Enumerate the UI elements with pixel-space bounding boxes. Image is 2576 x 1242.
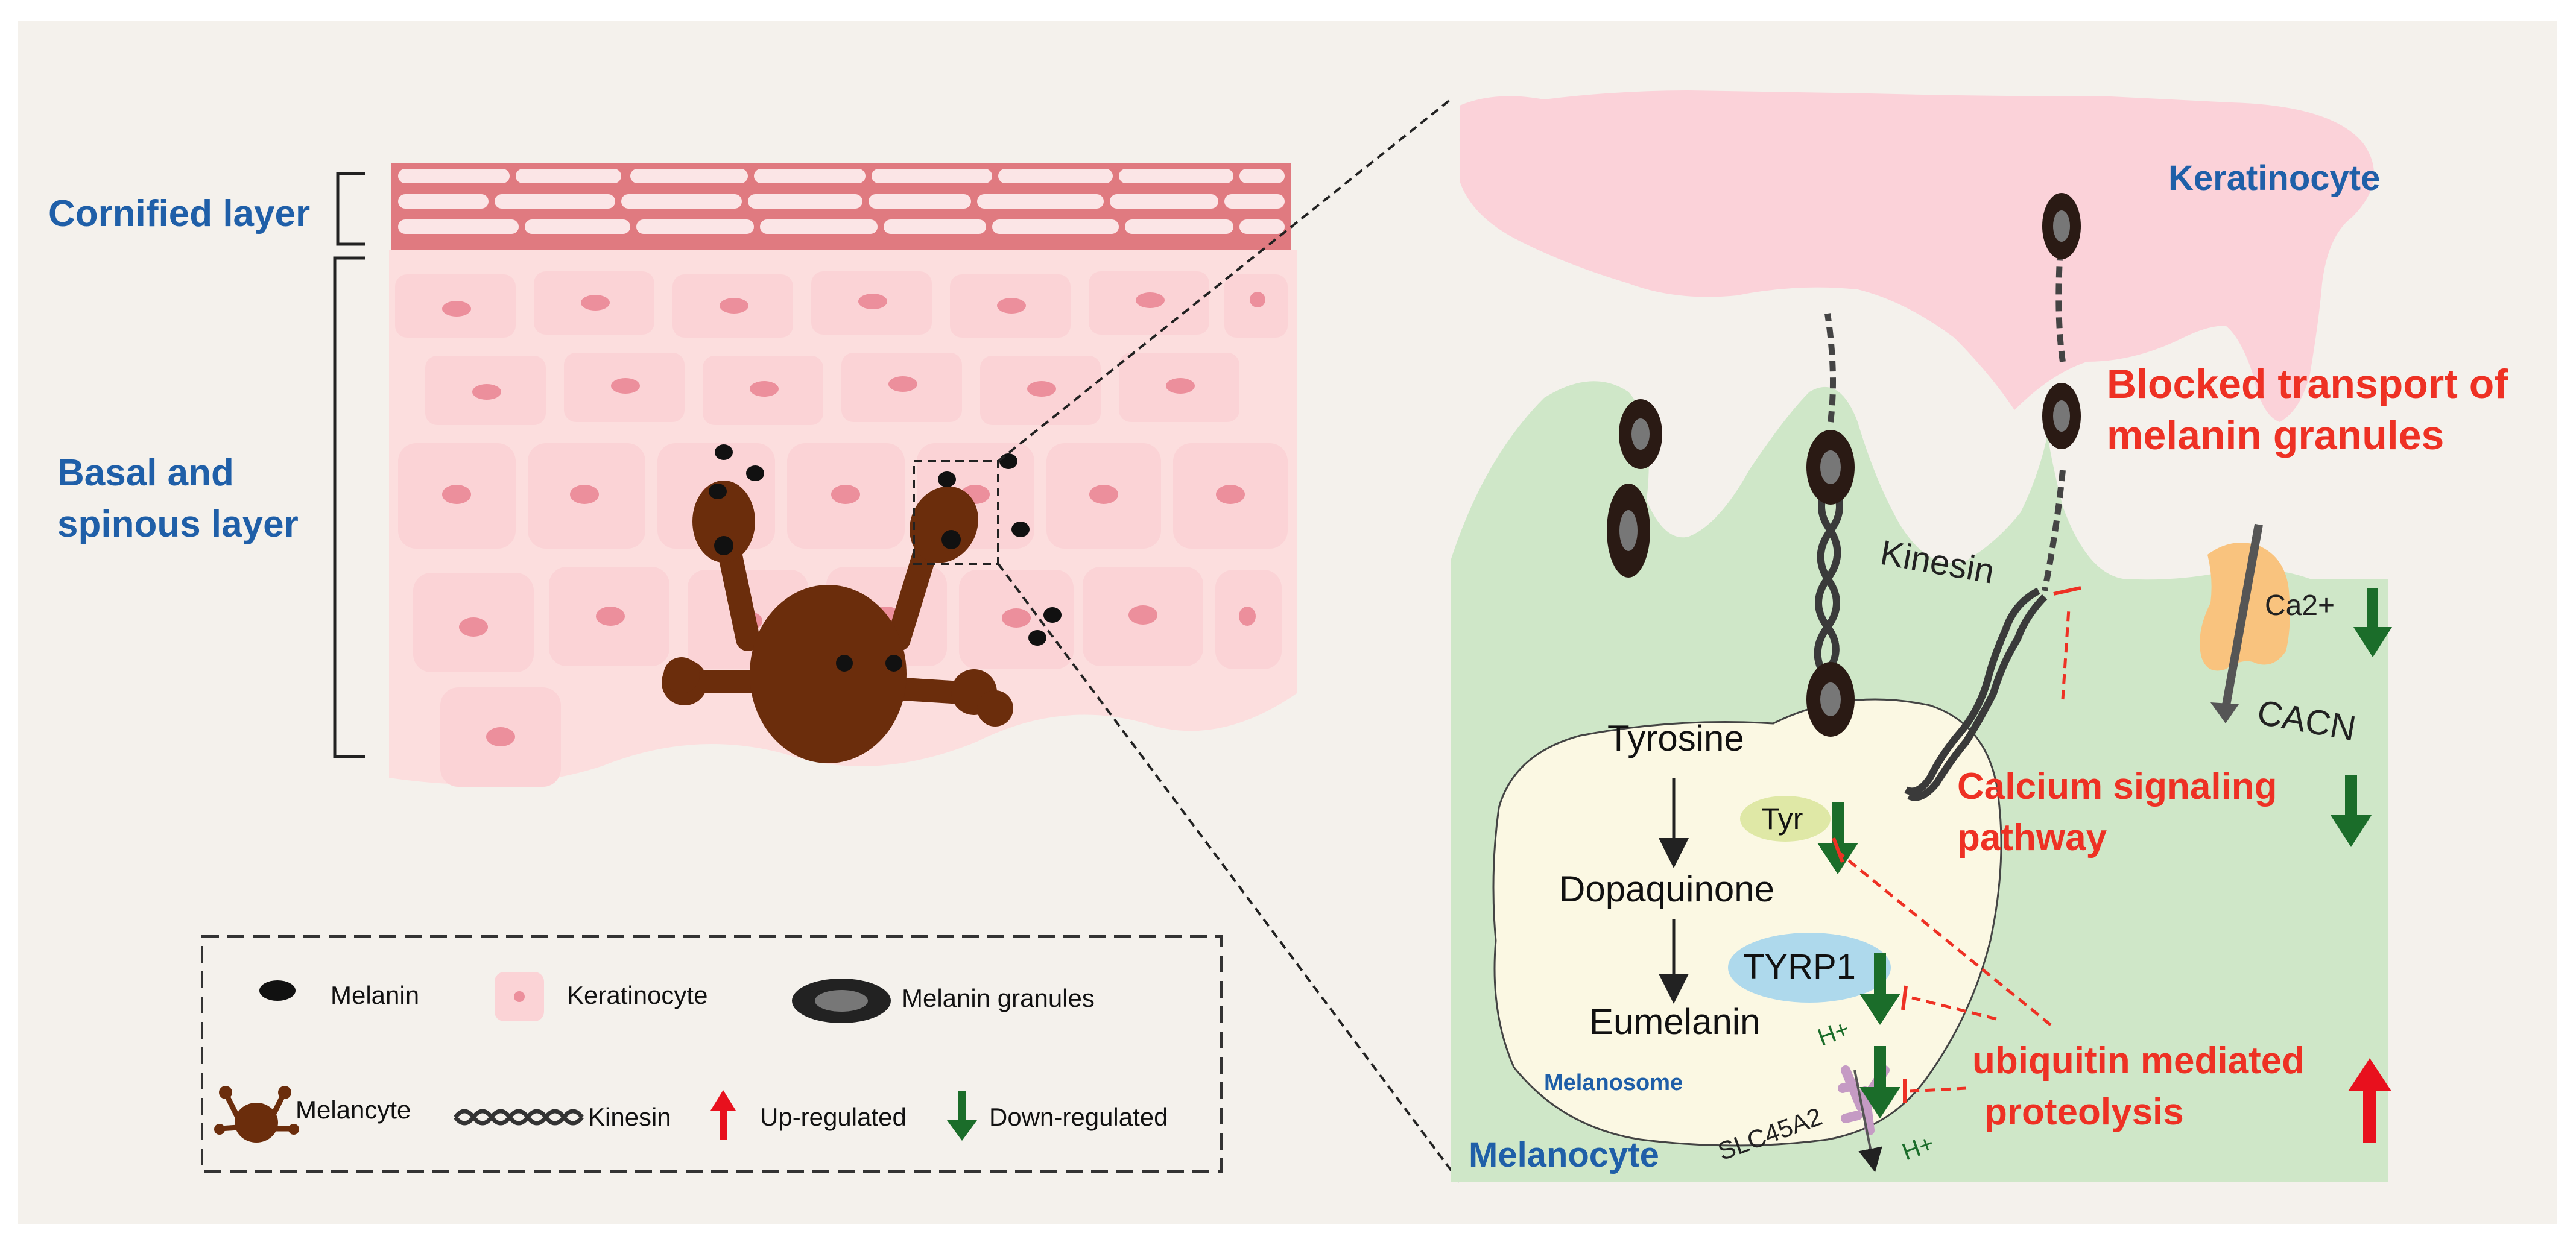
legend-melanin: Melanin: [331, 981, 419, 1009]
legend-box: [201, 935, 1223, 1173]
basal-layer-label-2: spinous layer: [57, 503, 299, 545]
tyrp1-label: TYRP1: [1743, 947, 1856, 986]
down-arrow-slc: [1859, 1046, 1900, 1118]
melanocyte-label: Melanocyte: [1469, 1135, 1659, 1174]
calcium-arrow-head: [2210, 702, 2239, 723]
ca2-label: Ca2+: [2265, 590, 2335, 622]
zoom-box: [913, 460, 999, 565]
tyr-label: Tyr: [1761, 802, 1803, 836]
legend-keratinocyte-nucleus: [514, 991, 525, 1002]
legend-down-regulated: Down-regulated: [989, 1103, 1168, 1131]
down-arrow-tyrp1: [1859, 953, 1900, 1025]
down-arrow-pathway: [2331, 775, 2372, 847]
calcium-signaling-label-1: Calcium signaling: [1957, 766, 2277, 807]
down-arrow-calcium: [2353, 588, 2392, 657]
cornified-cells: [398, 169, 1285, 234]
legend-melanocyte: Melancyte: [296, 1095, 411, 1124]
ubiquitin-label-2: proteolysis: [1984, 1091, 2184, 1133]
kinesin-chains: [1814, 480, 2048, 801]
skin-section: Cornified layer Basal and spinous layer: [48, 98, 1461, 1183]
keratinocyte-label: Keratinocyte: [2168, 159, 2380, 198]
tyr-bubble: [1740, 796, 1831, 842]
legend: Melanin Keratinocyte Melanin granules Me…: [201, 935, 1223, 1173]
dopaquinone-label: Dopaquinone: [1559, 869, 1774, 909]
melanin-dots: [709, 444, 1062, 672]
legend-melanocyte-swatch: [214, 1086, 299, 1143]
legend-down-arrow: [947, 1091, 977, 1141]
calcium-signaling-label-2: pathway: [1957, 817, 2107, 859]
melanosome-body: [1492, 698, 2002, 1147]
zoom-line-bottom: [997, 563, 1461, 1183]
legend-melanin-granules: Melanin granules: [902, 984, 1095, 1012]
ubiquitin-label-1: ubiquitin mediated: [1972, 1040, 2305, 1082]
inhibition-lines: [1838, 608, 2071, 1093]
kinesin-dashes: [1824, 259, 2066, 591]
melanosome-label: Melanosome: [1544, 1070, 1683, 1095]
inhibition-bars: [1832, 586, 2081, 1103]
calcium-arrow: [2221, 523, 2263, 710]
eumelanin-label: Eumelanin: [1589, 1001, 1761, 1042]
blocked-transport-label-1: Blocked transport of: [2107, 361, 2508, 407]
cornified-layer-label: Cornified layer: [48, 193, 310, 235]
cornified-bracket: [336, 172, 365, 246]
basal-layer-label-1: Basal and: [57, 452, 234, 494]
zoomed-panel: Keratinocyte Blocked transport of melani…: [1451, 90, 2508, 1182]
up-arrow-ubiquitin: [2348, 1058, 2391, 1143]
legend-up-regulated: Up-regulated: [760, 1103, 907, 1131]
legend-melanin-swatch: [259, 980, 296, 1001]
down-arrows: [1817, 588, 2392, 1118]
basal-bracket: [333, 256, 365, 758]
legend-kinesin-swatch: [454, 1109, 584, 1126]
legend-keratinocyte: Keratinocyte: [567, 981, 707, 1009]
legend-granule-core: [815, 990, 868, 1012]
blocked-transport-label-2: melanin granules: [2107, 412, 2444, 458]
tyrosine-label: Tyrosine: [1607, 718, 1744, 758]
legend-kinesin: Kinesin: [588, 1103, 671, 1131]
keratinocyte-top: [1460, 90, 2374, 422]
hplus-arrow: [1853, 1070, 1882, 1173]
melanin-granules: [1607, 193, 2081, 737]
legend-up-arrow: [710, 1090, 736, 1140]
tyrp1-bubble: [1728, 933, 1891, 1003]
